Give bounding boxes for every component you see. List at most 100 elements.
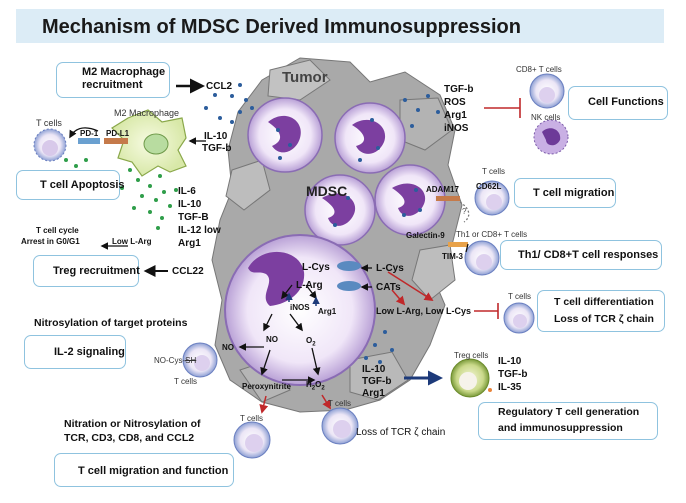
h2o2-o: O xyxy=(315,380,322,389)
h2o2-2a: 2 xyxy=(311,385,316,392)
o2-sub: 2 xyxy=(312,341,316,348)
red-arrows xyxy=(259,271,434,414)
differentiation-label-2: Loss of TCR ζ chain xyxy=(554,313,654,325)
right-tgfb-label: TGF-b xyxy=(444,84,474,95)
secreted-factor-dots xyxy=(204,83,440,364)
t-cells-label-apoptosis: T cells xyxy=(36,118,62,128)
pdl1-ligand xyxy=(104,138,128,144)
pd1-receptor xyxy=(78,138,100,144)
th1-responses-label: Th1/ CD8+T cell responses xyxy=(518,249,659,261)
th1-t-cell xyxy=(464,240,500,276)
t-cell-h2o2 xyxy=(321,407,359,445)
adam17-label: ADAM17 xyxy=(426,185,459,194)
t-cells-label-diff: T cells xyxy=(508,292,531,301)
m2-recruitment-box xyxy=(56,62,170,98)
inner-arg1-label: Arg1 xyxy=(318,307,337,316)
tim3-label: TIM-3 xyxy=(442,252,463,261)
nitrosylation-label: Nitrosylation of target proteins xyxy=(34,317,188,329)
arrows xyxy=(69,78,470,384)
lcys-transporter xyxy=(337,261,361,271)
m2-recruitment-label: M2 Macrophage recruitment xyxy=(82,66,166,91)
o2-text: O xyxy=(306,336,313,345)
il2-box xyxy=(24,335,126,369)
nitration-label-1: Nitration or Nitrosylation of xyxy=(64,418,201,430)
treg-recruitment-box xyxy=(33,255,139,287)
adam17-protein xyxy=(436,196,460,201)
apoptosis-label: T cell Apoptosis xyxy=(40,179,125,191)
t-cells-label-cd62l: T cells xyxy=(482,167,505,176)
h2o2-h: H xyxy=(306,380,312,389)
t-cell-no-cys xyxy=(182,342,218,378)
treg-cell xyxy=(450,358,490,398)
inhibition-lines xyxy=(474,98,521,319)
treg-generation-label-2: and immunosuppression xyxy=(498,422,623,434)
migration-function-box xyxy=(54,453,234,487)
no-cys-sh: SH xyxy=(185,356,197,365)
il2-label: IL-2 signaling xyxy=(54,346,125,358)
title-bar xyxy=(16,9,664,43)
tumor-label: Tumor xyxy=(282,69,328,86)
cd8-t-cell xyxy=(529,73,565,109)
ccl2-label: CCL2 xyxy=(206,81,233,92)
m2-il10-label: IL-10 xyxy=(204,131,228,142)
t-cells-label-bottom: T cells xyxy=(240,414,263,423)
cytokine-4: Arg1 xyxy=(178,238,201,249)
cytokine-2: TGF-B xyxy=(178,212,209,223)
right-inos-label: iNOS xyxy=(444,123,469,134)
low-larg-lcys-label: Low L-Arg, Low L-Cys xyxy=(376,306,471,316)
ccl22-label: CCL22 xyxy=(172,266,204,277)
migration-function-label: T cell migration and function xyxy=(78,465,229,477)
mdsc-cell-2 xyxy=(334,102,406,174)
t-cells-label-h2o2: T cells xyxy=(328,399,351,408)
treg-out-2: IL-35 xyxy=(498,382,522,393)
cycle-arrest-2: Arrest in G0/G1 xyxy=(21,237,80,246)
nk-label: NK cells xyxy=(531,113,561,122)
cd8-label: CD8+ T cells xyxy=(516,65,562,74)
h2o2-label: H2O2 xyxy=(306,379,325,395)
right-tgfb2-label: TGF-b xyxy=(362,376,392,387)
no-cys-prefix: NO-Cys- xyxy=(154,356,186,365)
galectin9-ligand xyxy=(448,242,468,247)
inos-label: iNOS xyxy=(290,303,310,312)
peroxynitrite-label: Peroxynitrite xyxy=(242,382,291,391)
low-larg-label: Low L-Arg xyxy=(112,237,152,246)
differentiation-label-1: T cell differentiation xyxy=(554,296,654,308)
pdl1-label: PD-L1 xyxy=(106,129,130,138)
tim3-link xyxy=(465,243,469,253)
apoptosis-box xyxy=(16,170,120,200)
m2-tgfb-label: TGF-b xyxy=(202,143,232,154)
treg-generation-label-1: Regulatory T cell generation xyxy=(498,406,640,418)
cycle-arrest-1: T cell cycle xyxy=(36,226,79,235)
ros-label: ROS xyxy=(444,97,466,108)
green-factor-dots xyxy=(64,158,178,230)
question-mark: ? xyxy=(462,207,467,216)
right-lcys-label: L-Cys xyxy=(376,263,404,274)
t-cell-migration-label: T cell migration xyxy=(533,187,615,199)
differentiation-box xyxy=(537,290,665,332)
th1-label: Th1 or CD8+ T cells xyxy=(456,230,528,239)
t-cell-diff xyxy=(503,302,535,334)
m2-macrophage-cell xyxy=(111,109,187,177)
nitration-label-2: TCR, CD3, CD8, and CCL2 xyxy=(64,432,195,444)
right-arg1-label: Arg1 xyxy=(444,110,467,121)
mdsc-cell-4 xyxy=(374,164,446,236)
cytokine-0: IL-6 xyxy=(178,186,196,197)
treg-out-0: IL-10 xyxy=(498,356,522,367)
t-cell-migration-box xyxy=(514,178,616,208)
nk-cell xyxy=(533,119,569,155)
right-arg1-2-label: Arg1 xyxy=(362,388,385,399)
no-inner-label: NO xyxy=(266,335,278,344)
o2-label: O2 xyxy=(306,335,316,351)
mdsc-label: MDSC xyxy=(306,183,348,199)
cat-transporter xyxy=(337,281,361,291)
tcr-loss-label: Loss of TCR ζ chain xyxy=(356,427,446,438)
treg-generation-box xyxy=(478,402,658,440)
cytokine-3: IL-12 low xyxy=(178,225,221,236)
inner-lcys-label: L-Cys xyxy=(302,262,330,273)
t-cell-cd62l xyxy=(474,180,510,216)
t-cell-apoptosis xyxy=(33,128,67,162)
cats-label: CATs xyxy=(376,282,401,293)
no-out-label: NO xyxy=(222,343,234,352)
cell-functions-label: Cell Functions xyxy=(588,96,664,108)
